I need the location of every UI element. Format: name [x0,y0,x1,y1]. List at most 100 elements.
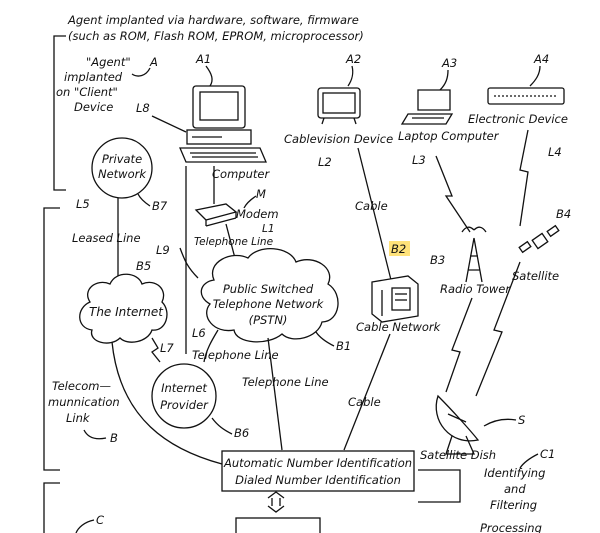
identifying-bracket [418,469,461,503]
telecom-label-2: munnication [48,395,120,409]
b1-leader [315,331,335,347]
b2-highlight [389,241,410,256]
modem-icon [194,203,238,227]
computer-icon [179,85,267,163]
s-leader [483,418,517,427]
ani-box [221,450,415,492]
pstn-label-2: Telephone Network [213,297,325,311]
cable-lower-label: Cable [348,395,381,409]
a4-leader [529,65,541,87]
modem-label: Modem [236,207,279,221]
telecom-leader [83,429,107,440]
telecom-label-3: Link [66,411,91,425]
private-network-label-2: Network [98,167,147,181]
a2-leader [347,65,354,87]
radio-tower-icon [461,226,487,283]
cablevision-label: Cablevision Device [284,132,393,146]
telephone-line-l6: Telephone Line [192,348,279,362]
computer-label: Computer [212,167,270,181]
l8-label: L8 [136,101,150,115]
pstn-ani-link [267,337,283,451]
television-icon [317,87,361,125]
satellite-label: Satellite [512,269,559,283]
l4-link [519,129,529,227]
header-line-1: Agent implanted via hardware, software, … [67,13,359,27]
internet-provider-node [151,363,217,429]
agent-note-line3: on "Client" [56,85,118,99]
agent-note-line1: "Agent" [86,55,131,69]
provider-label-2: Provider [160,398,209,412]
identifying-label-3: Filtering [490,498,537,512]
modem-ref-leader [243,195,257,209]
processing-label: Processing [480,521,542,533]
b7-leader [137,193,151,207]
modem-ref: M [256,187,266,201]
c1-label: C1 [540,447,555,461]
private-network-label-1: Private [102,152,142,166]
l3-label: L3 [412,153,426,167]
telephone-line-l1: Telephone Line [194,236,273,248]
cable-lower-link [343,333,391,451]
ani-label-1: Automatic Number Identification [223,456,412,470]
l9-label: L9 [156,243,170,257]
telephone-line-lower: Telephone Line [242,375,329,389]
a3-label: A3 [441,56,457,70]
l7-link [151,337,161,363]
telecom-label-1: Telecom— [52,379,112,393]
l7-label: L7 [160,341,174,355]
leased-line-label: Leased Line [72,231,141,245]
agent-ref-leader [131,67,151,77]
satellite-icon [518,224,560,254]
radio-tower-label: Radio Tower [440,282,511,296]
cable-network-icon [371,275,419,323]
b5-label: B5 [136,259,151,273]
ani-processing-arrow [267,491,285,513]
l4-label: L4 [548,145,562,159]
l6-label: L6 [192,326,206,340]
cable-upper-label: Cable [355,199,388,213]
pstn-label-1: Public Switched [223,282,314,296]
electronic-device-label: Electronic Device [468,112,568,126]
pstn-cloud [200,247,339,343]
b6-leader [211,417,233,435]
l1-label: L1 [262,223,275,235]
tower-dish-link [445,297,473,393]
laptop-label: Laptop Computer [398,129,500,143]
agent-note-ref: A [149,55,158,69]
c-leader [75,519,95,533]
a4-label: A4 [533,52,549,66]
a1-label: A1 [195,52,211,66]
l8-link [151,115,187,133]
cable-network-label: Cable Network [356,320,442,334]
agent-note-line2: implanted [64,70,123,84]
pstn-label-3: (PSTN) [249,313,288,327]
s-label: S [518,413,525,427]
cable-upper-link [357,147,393,285]
bracket-b [43,207,60,471]
bracket-a [53,35,66,191]
laptop-icon [400,89,454,125]
b3-label: B3 [430,253,445,267]
l9-link [179,247,199,279]
b1-label: B1 [336,339,351,353]
c1-leader [519,453,539,469]
l3-link [435,155,471,233]
b4-label: B4 [556,207,571,221]
b7-label: B7 [152,199,168,213]
satellite-dish-link [475,261,521,397]
a1-leader [205,65,213,87]
internet-label: The Internet [89,305,164,319]
electronic-device-icon [487,87,565,105]
processing-unit [235,517,321,533]
b2-label: B2 [391,242,406,256]
identifying-label-2: and [504,482,526,496]
b-label: B [110,431,118,445]
private-network-node [91,137,153,199]
bracket-c [43,482,60,533]
satellite-dish-icon [435,394,480,455]
internet-ani-link [111,341,223,465]
identifying-label-1: Identifying [484,466,545,480]
satellite-dish-label: Satellite Dish [420,448,496,462]
internet-cloud [79,273,168,344]
